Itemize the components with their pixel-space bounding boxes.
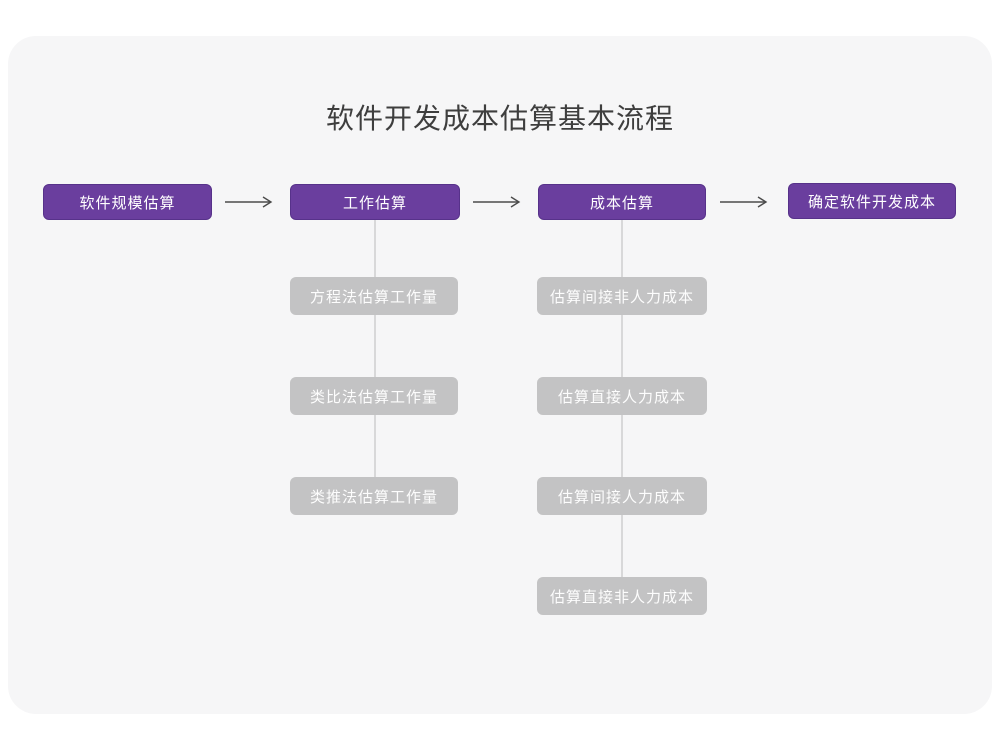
flow-arrow-icon — [720, 196, 768, 208]
flow-node-software-scale-estimation: 软件规模估算 — [43, 184, 212, 220]
flow-arrow-icon — [473, 196, 521, 208]
subnode-analogy-method: 类比法估算工作量 — [290, 377, 458, 415]
flow-node-work-estimation: 工作估算 — [290, 184, 460, 220]
subnode-extrapolation-method: 类推法估算工作量 — [290, 477, 458, 515]
subnode-indirect-non-labor-cost: 估算间接非人力成本 — [537, 277, 707, 315]
flow-arrow-icon — [225, 196, 273, 208]
diagram-title: 软件开发成本估算基本流程 — [325, 103, 674, 134]
canvas-card — [8, 36, 992, 714]
flow-node-determine-development-cost: 确定软件开发成本 — [788, 183, 956, 219]
flow-node-cost-estimation: 成本估算 — [538, 184, 706, 220]
subnode-direct-non-labor-cost: 估算直接非人力成本 — [537, 577, 707, 615]
subnode-equation-method: 方程法估算工作量 — [290, 277, 458, 315]
subnode-direct-labor-cost: 估算直接人力成本 — [537, 377, 707, 415]
subnode-indirect-labor-cost: 估算间接人力成本 — [537, 477, 707, 515]
connector-line-work-column — [374, 220, 376, 478]
